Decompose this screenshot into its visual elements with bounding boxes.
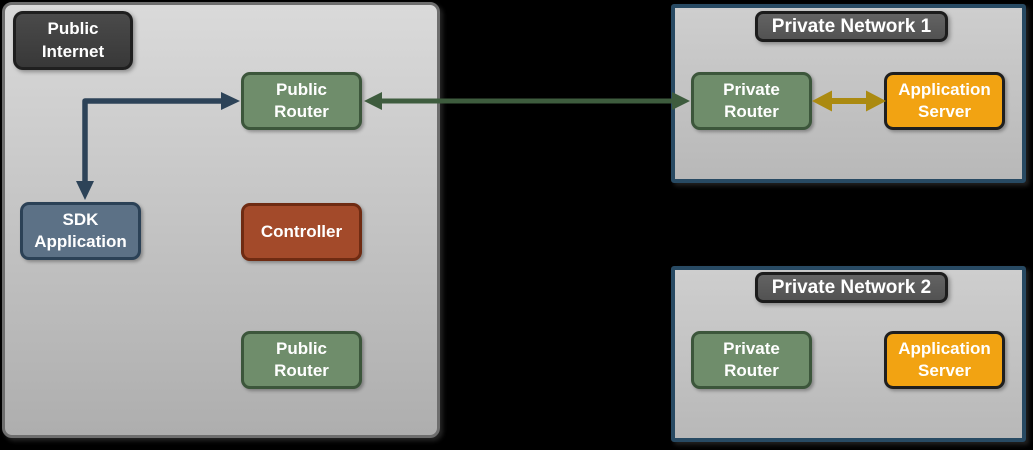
private-network-1-zone: Private Network 1 Private Router Applica… [671, 4, 1026, 183]
controller-node: Controller [241, 203, 362, 261]
private-router-2-node: Private Router [691, 331, 812, 389]
private-router-1-node: Private Router [691, 72, 812, 130]
public-router-top-node: Public Router [241, 72, 362, 130]
public-internet-zone: Public Internet Public Router SDK Applic… [2, 2, 440, 438]
application-server-2-node: Application Server [884, 331, 1005, 389]
private-network-1-label: Private Network 1 [755, 11, 948, 42]
private-network-2-label: Private Network 2 [755, 272, 948, 303]
application-server-1-node: Application Server [884, 72, 1005, 130]
private-network-2-zone: Private Network 2 Private Router Applica… [671, 266, 1026, 442]
public-internet-label: Public Internet [13, 11, 133, 70]
sdk-application-node: SDK Application [20, 202, 141, 260]
public-router-bottom-node: Public Router [241, 331, 362, 389]
